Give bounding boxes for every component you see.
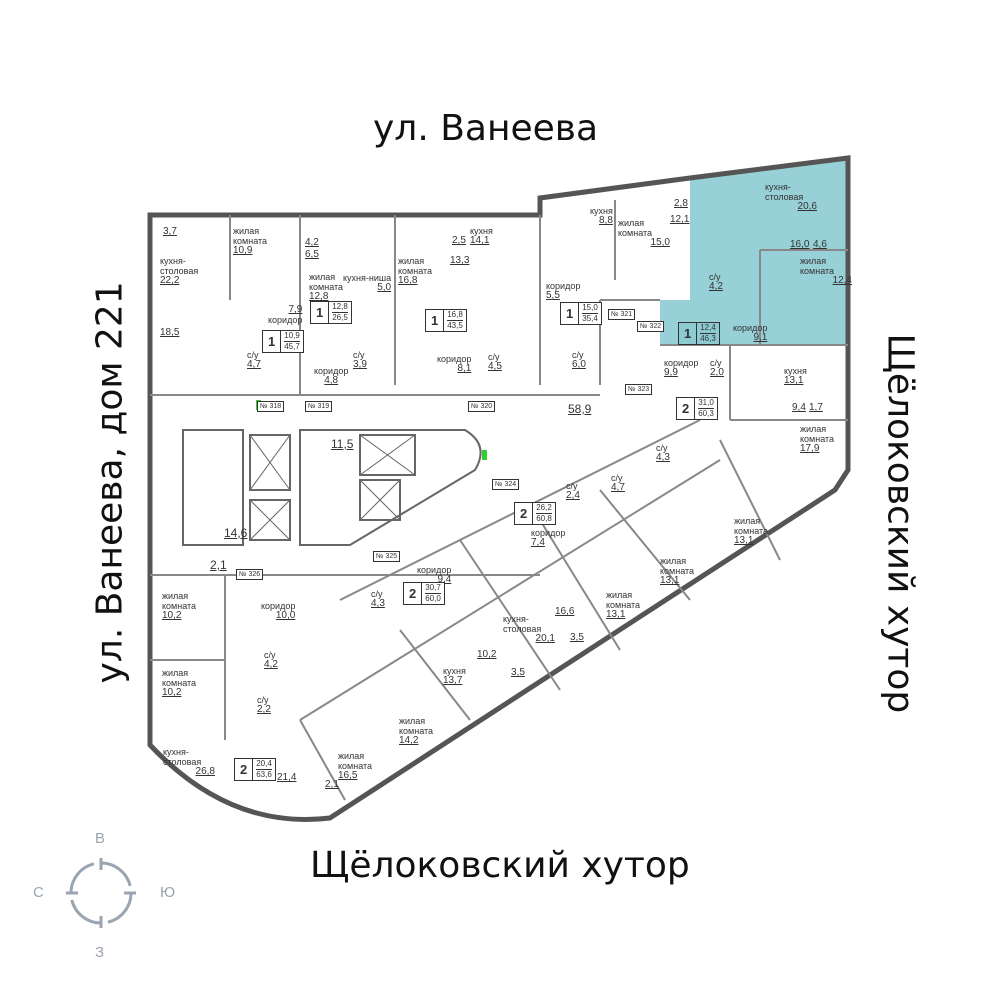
room-label: 2,1 <box>325 779 339 790</box>
room-label: 10,2 <box>477 649 497 660</box>
door-number: № 319 <box>305 401 333 412</box>
room-label: 21,4 <box>277 772 297 783</box>
door-number: № 326 <box>236 569 264 580</box>
compass-south: Ю <box>160 884 176 901</box>
door-number: № 325 <box>373 551 401 562</box>
interior-walls <box>150 200 848 801</box>
common-area: 14,6 <box>224 526 248 540</box>
core <box>182 429 482 546</box>
outer-walls <box>147 155 851 822</box>
compass-icon <box>66 858 136 928</box>
room-label: 18,5 <box>160 327 180 338</box>
room-label: 3,5 <box>570 632 584 643</box>
room-label: 4,2 <box>305 237 319 248</box>
door-number: № 318 <box>257 401 285 412</box>
door-number: № 323 <box>625 384 653 395</box>
street-label-right: Щёлоковский хутор <box>879 333 921 714</box>
room-label: 12,1 <box>670 214 690 225</box>
room-label: 4,6 <box>813 239 827 250</box>
compass-north: С <box>33 884 44 901</box>
compass-east: В <box>95 830 106 847</box>
room-label: 13,3 <box>450 255 470 266</box>
room-label: 2,5 <box>452 235 466 246</box>
street-label-bottom: Щёлоковский хутор <box>310 845 690 886</box>
street-label-top: ул. Ванеева <box>373 108 599 149</box>
door-number: № 321 <box>608 309 636 320</box>
street-label-left: ул. Ванеева, дом 221 <box>89 281 131 684</box>
room-label: 6,5 <box>305 249 319 260</box>
exit-sign <box>482 450 487 460</box>
common-area: 2,1 <box>210 558 227 572</box>
room-label: 3,5 <box>511 667 525 678</box>
door-number: № 320 <box>468 401 496 412</box>
room-label: 16,0 <box>790 239 810 250</box>
room-label: 16,6 <box>555 606 575 617</box>
door-number: № 322 <box>637 321 665 332</box>
highlighted-apartment[interactable] <box>660 158 848 345</box>
room-label: 9,4 <box>792 402 806 413</box>
compass-west: З <box>95 944 105 961</box>
room-label: 2,8 <box>674 198 688 209</box>
room-label: 3,7 <box>163 226 177 237</box>
door-number: № 324 <box>492 479 520 490</box>
common-area: 11,5 <box>331 437 354 451</box>
room-label: 1,7 <box>809 402 823 413</box>
common-area: 58,9 <box>568 402 592 416</box>
